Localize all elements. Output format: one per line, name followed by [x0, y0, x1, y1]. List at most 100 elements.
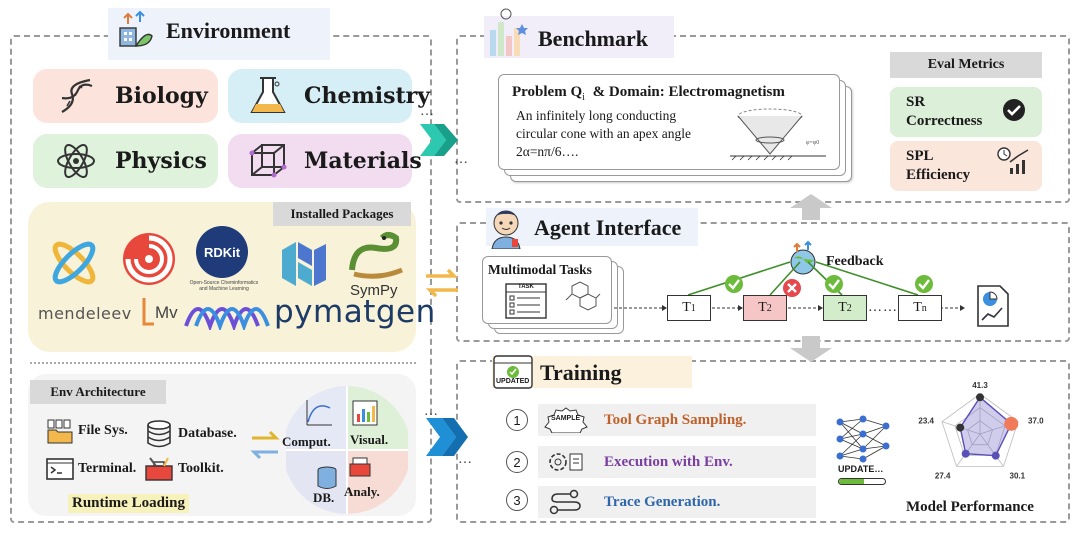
connector-dots-top: … — [420, 104, 435, 119]
database-item: Database. — [146, 420, 237, 448]
connector-dots-bottom-2: … — [458, 452, 473, 467]
path-trace-icon — [548, 488, 584, 516]
mendeleev-logo — [46, 236, 102, 290]
feedback-label: Feedback — [826, 254, 884, 269]
update-progress-fill — [839, 479, 865, 484]
radar-point — [991, 451, 1000, 460]
terminal-icon — [46, 458, 74, 480]
swap-arrows-icon — [248, 428, 282, 462]
metric-sr-line2: Correctness — [906, 113, 983, 129]
training-badge-label: UPDATED — [496, 378, 530, 385]
dna-icon — [51, 71, 101, 121]
env-architecture-label: Env Architecture — [30, 380, 166, 404]
node-n-label: T — [913, 300, 922, 315]
update-progress-bar — [838, 478, 886, 485]
training-step-3-label: Trace Generation. — [604, 493, 721, 510]
node-3-sub: 2 — [846, 302, 852, 314]
domain-card-physics: Physics — [33, 134, 218, 188]
mendeleev-label: mendeleev — [38, 304, 132, 323]
domain-label-biology: Biology — [115, 83, 208, 109]
neural-network-icon — [832, 414, 894, 464]
domain-card-chemistry: Chemistry — [228, 69, 430, 123]
up-arrow-benchmark — [788, 192, 834, 220]
training-step-1: SAMPLE Tool Graph Sampling. — [538, 404, 816, 436]
domain-label-chemistry: Chemistry — [304, 83, 431, 109]
toolkit-label: Toolkit. — [178, 461, 224, 476]
visual-icon — [352, 400, 378, 426]
problem-text-1: An infinitely long conducting — [516, 108, 677, 123]
file-system-label: File Sys. — [78, 423, 128, 438]
check-icon-2 — [824, 274, 844, 294]
radar-value-label: 37.0 — [1028, 417, 1044, 426]
agent-panel — [456, 222, 1070, 342]
spiral-logo — [120, 230, 178, 288]
step-number-3: 3 — [506, 489, 528, 511]
task-list-icon — [504, 282, 548, 320]
node-2-sub: 2 — [766, 302, 772, 314]
cone-diagram: φ=φ0 — [726, 106, 830, 162]
folder-icon — [47, 419, 73, 444]
domain-label-physics: Physics — [115, 148, 207, 174]
step-number-2: 2 — [506, 451, 528, 473]
sample-badge-icon — [542, 407, 590, 433]
connector-dots-top-2: … — [454, 152, 469, 167]
crystal-icon — [246, 136, 290, 186]
check-icon-3 — [914, 274, 934, 294]
node-n-sub: n — [921, 302, 927, 314]
forward-arrow-top — [418, 122, 460, 158]
toolbox-icon — [145, 457, 173, 481]
mv-logo — [140, 296, 190, 328]
rdkit-subtitle: Open-Source Cheminformatics and Machine … — [189, 280, 259, 292]
rdkit-label: RDKit — [203, 244, 241, 260]
terminal-item: Terminal. — [46, 458, 136, 480]
problem-text-3: 2α=nπ/6…. — [516, 144, 579, 159]
molecule-icon — [562, 280, 602, 314]
problem-label: Problem Q — [512, 84, 583, 100]
sympy-label: SymPy — [350, 282, 398, 299]
training-step-1-label: Tool Graph Sampling. — [604, 411, 747, 428]
node-3-label: T — [838, 300, 847, 315]
radar-axis — [956, 433, 981, 467]
efficiency-chart-icon — [996, 146, 1032, 176]
eval-metrics-label: Eval Metrics — [890, 52, 1042, 78]
training-step-3: Trace Generation. — [538, 486, 816, 518]
radar-grid-ring — [954, 407, 1006, 456]
problem-subscript: i — [582, 92, 585, 103]
radar-point — [1004, 416, 1019, 431]
training-step-2-label: Execution with Env. — [604, 453, 733, 470]
mv-label: Mv — [155, 303, 178, 322]
report-icon — [970, 284, 1014, 328]
step-number-1: 1 — [506, 409, 528, 431]
feedback-globe-icon — [786, 240, 820, 276]
file-system-item: File Sys. — [46, 418, 128, 444]
check-circle-icon — [1002, 98, 1026, 122]
metric-spl-line2: Efficiency — [906, 167, 971, 183]
environment-icon — [114, 10, 156, 50]
runtime-loading-label: Runtime Loading — [68, 494, 189, 513]
training-step-2: Execution with Env. — [538, 446, 816, 478]
analysis-icon — [348, 456, 372, 478]
radar-point — [956, 423, 965, 432]
sample-badge-label: SAMPLE — [551, 415, 581, 422]
training-badge-icon — [492, 354, 534, 390]
swap-arrow-middle — [424, 268, 460, 298]
tasks-label: Multimodal Tasks — [488, 262, 592, 277]
problem-domain: & Domain: Electromagnetism — [592, 84, 785, 100]
svg-text:φ=φ0: φ=φ0 — [806, 140, 819, 146]
radar-axis — [979, 433, 1004, 467]
connector-dots-bottom: … — [424, 404, 439, 419]
agent-title: Agent Interface — [534, 215, 682, 240]
radar-chart-svg: 41.337.030.127.423.4 — [918, 381, 1044, 480]
tasks-card — [482, 256, 612, 324]
database-label: Database. — [178, 426, 237, 441]
check-icon-1 — [724, 274, 744, 294]
radar-point — [961, 449, 970, 458]
env-separator — [30, 362, 416, 364]
radar-value-label: 41.3 — [972, 381, 988, 390]
training-title: Training — [540, 360, 622, 385]
trajectory-lines — [612, 240, 1012, 340]
problem-text-2: circular cone with an apex angle — [516, 126, 692, 141]
radar-series-area — [959, 396, 1013, 457]
